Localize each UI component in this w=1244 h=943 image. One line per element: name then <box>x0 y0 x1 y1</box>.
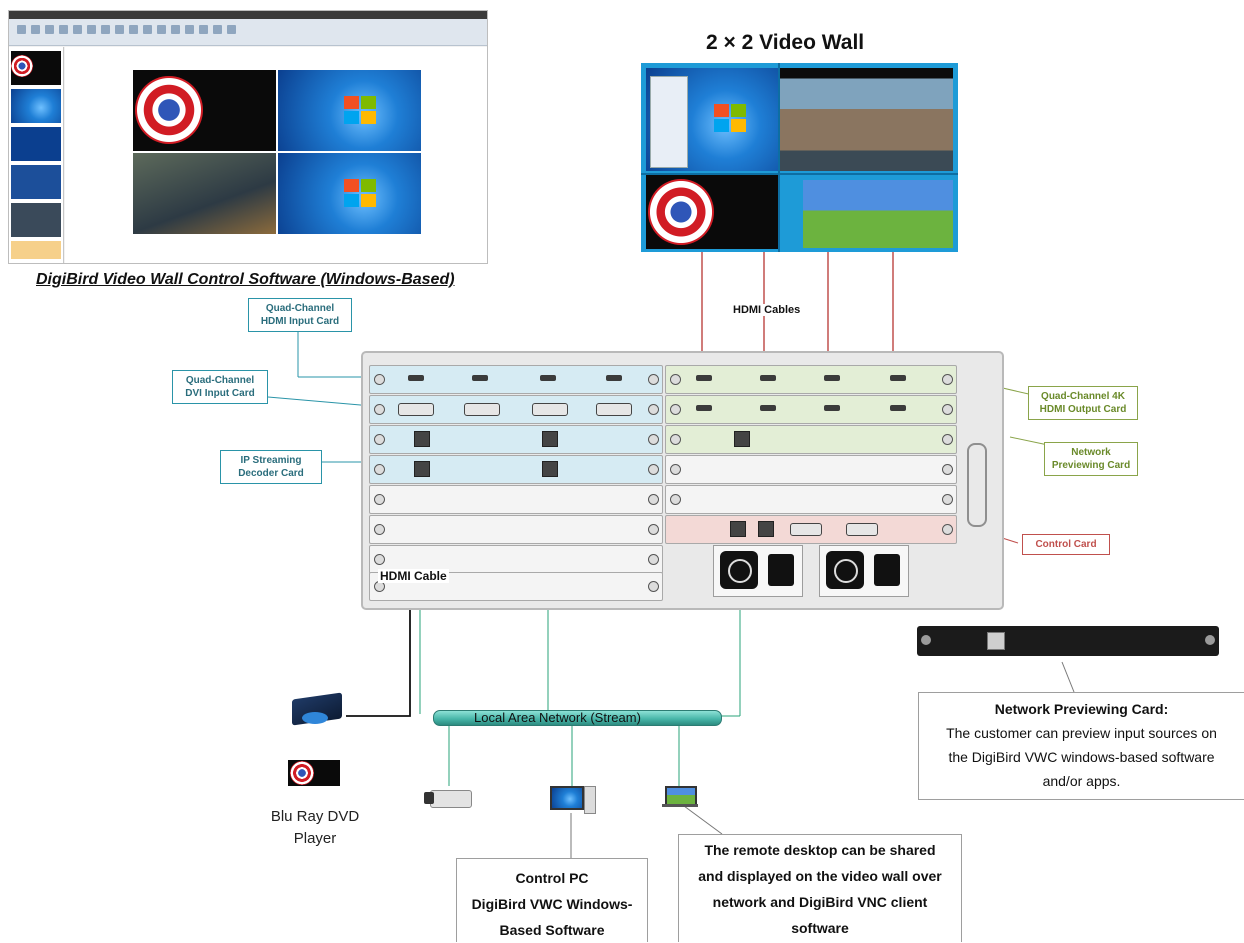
hdmi-input-card <box>369 365 663 394</box>
blank-slot <box>665 485 957 514</box>
label-line: Control Card <box>1035 539 1097 550</box>
chassis-handle <box>967 443 987 527</box>
label-line: Blu Ray DVD <box>270 808 360 825</box>
dvi-input-card-label: Quad-Channel DVI Input Card <box>172 370 268 404</box>
source-thumbnail[interactable] <box>11 165 61 199</box>
callout-line <box>1061 661 1075 693</box>
software-titlebar <box>9 11 487 19</box>
label-line: Previewing Card <box>1051 460 1131 471</box>
box-line: The remote desktop can be shared <box>704 842 936 858</box>
control-pc-icon <box>550 786 596 814</box>
blank-slot <box>665 455 957 484</box>
remote-desktop-box: The remote desktop can be shared and dis… <box>678 834 962 942</box>
hdmi-cables-label: HDMI Cables <box>731 304 803 316</box>
video-wall <box>641 63 958 252</box>
note-line: The customer can preview input sources o… <box>946 725 1217 741</box>
network-previewing-card-photo <box>917 626 1219 656</box>
blank-slot <box>369 515 663 544</box>
software-ribbon <box>9 19 487 46</box>
software-wall-canvas <box>65 47 487 263</box>
note-line: and/or apps. <box>1042 773 1121 789</box>
bluray-player-icon <box>288 688 346 732</box>
control-card-label: Control Card <box>1022 534 1110 555</box>
wall-bezel-vertical <box>778 63 780 252</box>
box-line: DigiBird VWC Windows- <box>471 896 633 912</box>
note-title: Network Previewing Card: <box>994 701 1169 717</box>
hdmi-cable-label: HDMI Cable <box>378 569 449 583</box>
label-line: IP Streaming <box>240 455 302 466</box>
network-previewing-note: Network Previewing Card: The customer ca… <box>918 692 1244 800</box>
ip-decoder-card-1 <box>369 425 663 454</box>
wall-screen-video <box>779 68 953 171</box>
power-supply-2 <box>819 545 909 597</box>
label-line: HDMI Output Card <box>1039 404 1127 415</box>
ip-decoder-card-label: IP Streaming Decoder Card <box>220 450 322 484</box>
source-thumbnail[interactable] <box>11 203 61 237</box>
label-line: Quad-Channel <box>185 375 255 386</box>
label-line: Decoder Card <box>238 468 304 479</box>
label-line: HDMI Input Card <box>260 316 340 327</box>
canvas-window-camera[interactable] <box>133 153 276 234</box>
software-caption: DigiBird Video Wall Control Software (Wi… <box>36 271 455 288</box>
wall-screen-xp <box>803 180 953 248</box>
lan-label: Local Area Network (Stream) <box>474 710 641 725</box>
power-supply-1 <box>713 545 803 597</box>
note-line: the DigiBird VWC windows-based software <box>948 749 1215 765</box>
source-thumbnail[interactable] <box>11 89 61 123</box>
laptop-icon <box>662 786 698 808</box>
hdmi-input-card-label: Quad-Channel HDMI Input Card <box>248 298 352 332</box>
leader-line <box>267 396 373 407</box>
lan-bus: Local Area Network (Stream) <box>433 710 722 726</box>
hdmi-output-card-1 <box>665 365 957 394</box>
hdmi-output-card-label: Quad-Channel 4K HDMI Output Card <box>1028 386 1138 420</box>
canvas-window-desktop-2[interactable] <box>278 153 421 234</box>
video-wall-title: 2 × 2 Video Wall <box>706 31 865 54</box>
box-line: Control PC <box>515 870 589 886</box>
source-thumbnail[interactable] <box>11 127 61 161</box>
bluray-label: Blu Ray DVD Player <box>250 806 380 850</box>
wall-screen-desktop <box>646 68 779 171</box>
box-line: and displayed on the video wall over <box>698 868 942 884</box>
network-previewing-card-label: Network Previewing Card <box>1044 442 1138 476</box>
wall-screen-movie <box>646 175 779 249</box>
leader-line <box>1009 436 1049 446</box>
label-line: Quad-Channel 4K <box>1041 391 1125 402</box>
control-pc-box: Control PC DigiBird VWC Windows- Based S… <box>456 858 648 942</box>
wall-bezel-horizontal <box>641 173 958 175</box>
dvi-input-card <box>369 395 663 424</box>
source-thumbnail[interactable] <box>11 51 61 85</box>
ip-decoder-card-2 <box>369 455 663 484</box>
bluray-disc-thumbnail <box>288 760 340 786</box>
canvas-window-movie[interactable] <box>133 70 276 151</box>
source-thumbnail[interactable] <box>11 241 61 259</box>
label-line: Quad-Channel <box>265 303 335 314</box>
canvas-window-desktop[interactable] <box>278 70 421 151</box>
label-line: Network <box>1071 447 1111 458</box>
source-thumbnail-list <box>9 47 64 263</box>
control-card <box>665 515 957 544</box>
box-line: software <box>791 920 849 936</box>
box-line: network and DigiBird VNC client <box>712 894 928 910</box>
label-line: Player <box>293 830 337 847</box>
ip-camera-icon <box>424 786 476 810</box>
hdmi-output-card-2 <box>665 395 957 424</box>
blank-slot <box>369 485 663 514</box>
network-previewing-card <box>665 425 957 454</box>
label-line: DVI Input Card <box>185 388 255 399</box>
software-screenshot <box>8 10 488 264</box>
video-wall-controller-chassis <box>361 351 1004 610</box>
box-line: Based Software <box>499 922 605 938</box>
callout-line <box>683 805 723 835</box>
